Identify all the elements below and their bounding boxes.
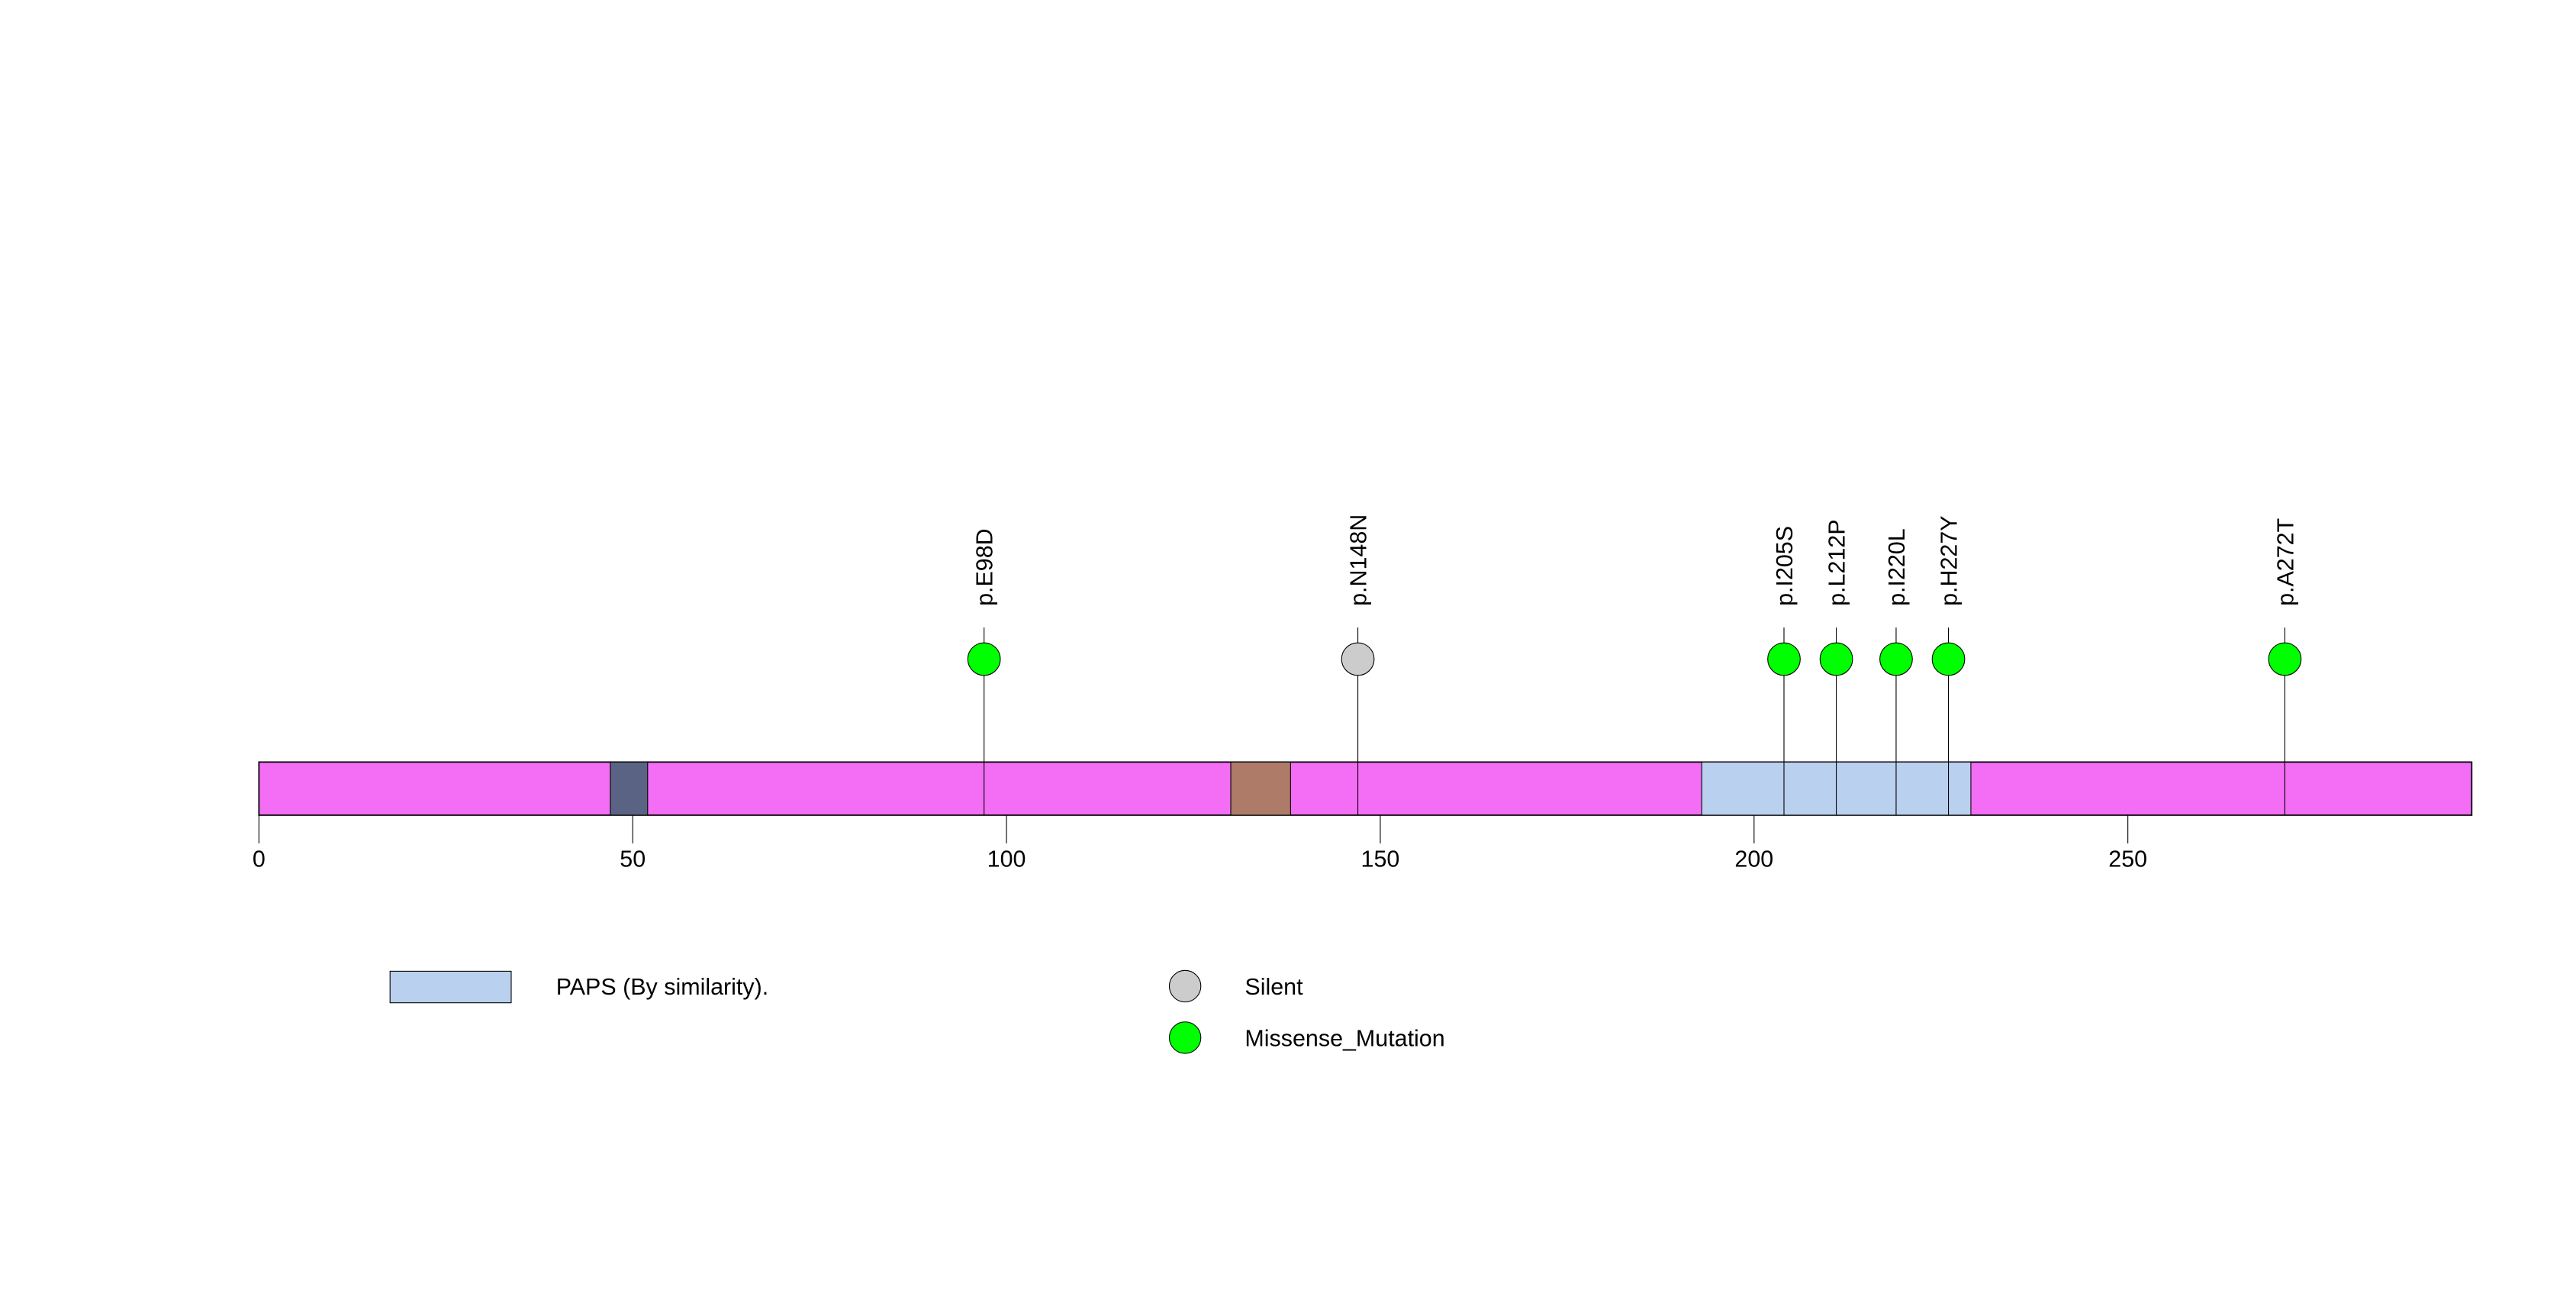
mutation-label-5: p.H227Y <box>1936 515 1962 605</box>
x-tick-label-3: 150 <box>1361 846 1400 872</box>
mutation-label-0: p.E98D <box>972 528 998 606</box>
mutation-label-1: p.N148N <box>1345 514 1371 606</box>
lollipop-head-0 <box>967 642 1001 676</box>
mutation-labels: p.E98D p.N148N p.I205S p.L212P p.I220L p.H227… <box>972 514 2299 606</box>
backbone-bar <box>258 761 2473 816</box>
mutation-label-6: p.A272T <box>2272 518 2298 606</box>
x-tick-label-4: 200 <box>1734 846 1773 872</box>
legend-domain-swatch-0 <box>389 970 512 1004</box>
x-tick-label-1: 50 <box>620 846 646 872</box>
legend-domain-label-0: PAPS (By similarity). <box>556 974 768 1000</box>
x-axis: 0 50 100 150 200 250 <box>253 814 2147 872</box>
lollipop-head-4 <box>1879 642 1913 676</box>
x-tick-label-2: 100 <box>987 846 1026 872</box>
mutation-label-2: p.I205S <box>1772 526 1798 606</box>
mutation-label-4: p.I220L <box>1884 528 1910 606</box>
lollipop-head-5 <box>1931 642 1966 676</box>
protein-backbone <box>258 761 2473 816</box>
legend: PAPS (By similarity). SilentMissense_Muta… <box>389 969 1445 1054</box>
lollipop-head-3 <box>1819 642 1853 676</box>
lollipop-head-6 <box>2268 642 2302 676</box>
x-tick-label-0: 0 <box>253 846 266 872</box>
lollipop-head-1 <box>1341 642 1375 676</box>
lollipop-heads <box>967 642 2302 676</box>
mutation-label-3: p.L212P <box>1824 519 1850 605</box>
legend-mutation-label-0: Silent <box>1245 974 1303 1000</box>
domain-0 <box>610 761 649 816</box>
legend-mutation-label-1: Missense_Mutation <box>1245 1025 1444 1051</box>
lollipop-head-2 <box>1767 642 1801 676</box>
legend-mutation-swatch-0 <box>1168 969 1202 1003</box>
domain-1 <box>1230 761 1291 816</box>
legend-mutation-swatch-1 <box>1168 1021 1202 1054</box>
x-tick-label-5: 250 <box>2108 846 2147 872</box>
